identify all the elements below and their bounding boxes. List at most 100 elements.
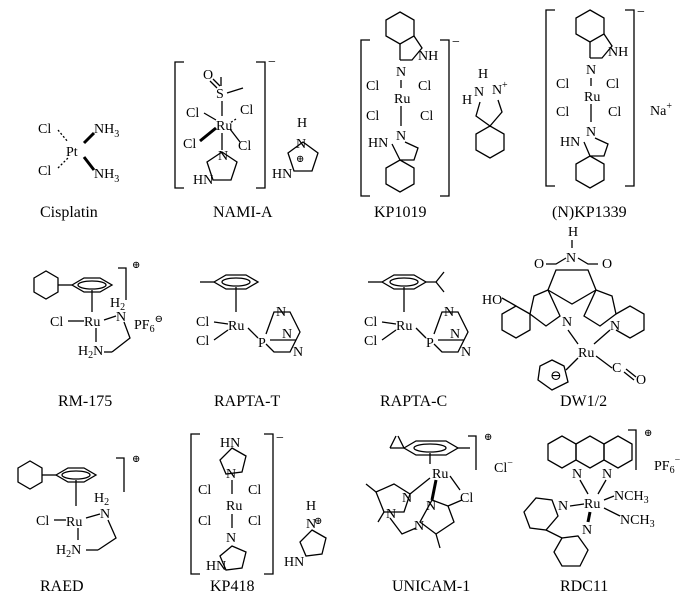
atom-n: N xyxy=(562,315,572,330)
atom-cl: Cl xyxy=(50,315,63,330)
atom-n: N xyxy=(586,63,596,78)
atom-hn: HN xyxy=(272,167,292,182)
atom-n: N xyxy=(558,499,568,514)
atom-cl: Cl xyxy=(366,79,379,94)
atom-n: N xyxy=(572,467,582,482)
charge-minus: − xyxy=(268,55,276,70)
atom-ru: Ru xyxy=(394,92,410,107)
compound-label: DW1/2 xyxy=(560,393,607,410)
structure-kp1019: − NH N Ru Cl Cl Cl Cl N HN KP1019 H H N … xyxy=(360,11,508,221)
atom-cl: Cl xyxy=(186,106,199,121)
atom-n: N xyxy=(226,467,236,482)
atom-n: N xyxy=(226,531,236,546)
compound-label: RAED xyxy=(40,578,84,595)
atom-cl: Cl xyxy=(198,514,211,529)
structure-rm-175: ⊕ Ru Cl H2 N PF6⊖ H2N xyxy=(33,260,163,361)
compound-label: (N)KP1339 xyxy=(552,204,627,221)
atom-h2: H2 xyxy=(94,491,109,508)
atom-o: O xyxy=(636,373,646,388)
atom-h: H xyxy=(306,499,316,514)
atom-cl: Cl xyxy=(183,137,196,152)
atom-cl: Cl xyxy=(196,334,209,349)
charge-plus: ⊕ xyxy=(132,454,140,465)
atom-n: N xyxy=(426,499,436,514)
compound-label: KP418 xyxy=(210,578,254,595)
atom-ru: Ru xyxy=(584,497,600,512)
charge-plus: ⊕ xyxy=(484,432,492,443)
atom-n: N xyxy=(100,507,110,522)
atom-nh3: NH3 xyxy=(94,122,119,140)
compound-label: RDC11 xyxy=(560,578,608,595)
compound-label: RAPTA-T xyxy=(214,393,281,410)
atom-hn: HN xyxy=(193,173,213,188)
atom-cl: Cl xyxy=(36,514,49,529)
atom-nch3: NCH3 xyxy=(620,513,655,530)
atom-cl: Cl xyxy=(196,315,209,330)
charge-plus: ⊕ xyxy=(296,154,304,165)
atom-cl: Cl xyxy=(366,109,379,124)
atom-n: N xyxy=(218,149,228,164)
atom-hn: HN xyxy=(284,555,304,570)
atom-n: N xyxy=(566,251,576,266)
atom-nh: NH xyxy=(418,49,438,64)
atom-cl: Cl xyxy=(248,514,261,529)
atom-n: N xyxy=(396,65,406,80)
atom-hn: HN xyxy=(560,135,580,150)
atom-ho: HO xyxy=(482,293,502,308)
atom-pf6: PF6⊖ xyxy=(134,314,163,335)
atom-h: H xyxy=(297,116,307,131)
atom-n: N xyxy=(293,345,303,360)
atom-cl: Cl xyxy=(238,139,251,154)
structure-rapta-c: Ru Cl Cl P N N N xyxy=(364,271,471,360)
atom-ru: Ru xyxy=(226,499,242,514)
atom-n: N xyxy=(586,125,596,140)
charge-plus: + xyxy=(502,80,508,91)
atom-ru: Ru xyxy=(396,319,412,334)
compound-label: RM-175 xyxy=(58,393,112,410)
charge-plus: ⊕ xyxy=(132,260,140,271)
atom-cl: Cl xyxy=(606,77,619,92)
atom-cl: Cl xyxy=(248,483,261,498)
structure-raed: ⊕ Ru Cl H2 N H2N xyxy=(17,454,140,560)
atom-cl: Cl xyxy=(608,105,621,120)
atom-h: H xyxy=(568,225,578,240)
atom-n: N xyxy=(444,305,454,320)
atom-n: N xyxy=(296,137,306,152)
atom-hn: HN xyxy=(368,136,388,151)
atom-h2n: H2N xyxy=(78,344,103,361)
atom-cl: Cl xyxy=(364,315,377,330)
atom-n: N xyxy=(276,305,286,320)
atom-n: N xyxy=(116,310,126,325)
atom-nch3: NCH3 xyxy=(614,489,649,506)
atom-n: N xyxy=(414,519,424,534)
structure-dw1-2: H N O O HO N N Ru ⊖ C O xyxy=(482,225,646,391)
charge-plus: ⊕ xyxy=(644,428,652,439)
charge-minus: − xyxy=(637,5,645,20)
atom-ru: Ru xyxy=(578,346,594,361)
atom-cl: Cl xyxy=(420,109,433,124)
structure-nkp1339: − NH N Ru Cl Cl Cl Cl Na+ N HN (N)KP1339 xyxy=(545,5,672,221)
compound-label: Cisplatin xyxy=(40,204,98,221)
atom-ru: Ru xyxy=(228,319,244,334)
atom-cl: Cl xyxy=(364,334,377,349)
compound-label: NAMI-A xyxy=(213,204,273,221)
charge-minus: − xyxy=(276,431,284,446)
atom-cl: Cl xyxy=(556,105,569,120)
atom-p: P xyxy=(426,336,434,351)
charge-plus: ⊕ xyxy=(314,516,322,527)
atom-na: Na+ xyxy=(650,101,672,119)
structure-rdc11: ⊕ PF6− N N Ru NCH3 NCH3 N N xyxy=(523,428,681,567)
atom-p: P xyxy=(258,336,266,351)
atom-h: H xyxy=(462,93,472,108)
atom-o: O xyxy=(203,68,213,83)
charge-minus: − xyxy=(452,35,460,50)
atom-n: N xyxy=(386,507,396,522)
structure-unicam-1: ⊕ Cl− Ru Cl N N N N xyxy=(365,432,513,549)
atom-n: N xyxy=(461,345,471,360)
structure-nami-a: − O S Ru Cl Cl Cl Cl N HN H N ⊕ HN xyxy=(174,55,319,189)
atom-cl: Cl xyxy=(240,103,253,118)
compound-label: RAPTA-C xyxy=(380,393,447,410)
compound-label: UNICAM-1 xyxy=(392,578,470,595)
atom-ru: Ru xyxy=(432,467,448,482)
